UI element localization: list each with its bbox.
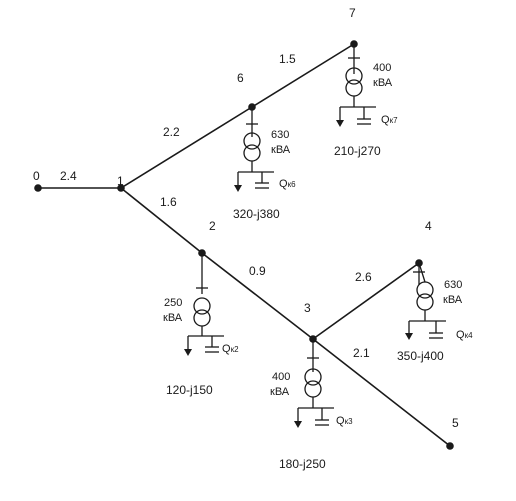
line-2-3 xyxy=(201,252,314,340)
segment-length-3-4: 2.6 xyxy=(355,270,372,284)
load-arrow-icon xyxy=(234,185,242,192)
load-value-7: 210-j270 xyxy=(334,144,381,158)
node-dot-1 xyxy=(117,184,125,192)
compensation-label-6: Qк6 xyxy=(279,178,296,190)
compensation-label-3: Qк3 xyxy=(336,415,353,427)
transformer-node-3: 400 кВА Qк3 180-j250 xyxy=(270,339,353,471)
compensation-label-4: Qк4 xyxy=(456,329,473,341)
line-3-4 xyxy=(312,262,420,340)
node-labels: 0 1 2 3 4 5 6 7 xyxy=(33,6,459,430)
node-label-5: 5 xyxy=(452,416,459,430)
segment-length-labels: 2.4 2.2 1.5 1.6 0.9 2.6 2.1 xyxy=(60,52,372,360)
transformer-node-2: 250 кВА Qк2 120-j150 xyxy=(163,253,239,397)
segment-length-1-2: 1.6 xyxy=(160,195,177,209)
transformer-power-3: 400 xyxy=(272,371,290,383)
node-dot-5 xyxy=(446,442,454,450)
transformer-node-7: 400 кВА Qк7 210-j270 xyxy=(334,44,398,158)
node-label-1: 1 xyxy=(117,174,124,188)
line-6-7 xyxy=(251,43,355,108)
transformer-node-6: 630 кВА Qк6 320-j380 xyxy=(233,107,296,221)
transformer-power-4: 630 xyxy=(444,279,462,291)
segment-length-6-7: 1.5 xyxy=(279,52,296,66)
node-label-0: 0 xyxy=(33,169,40,183)
segment-length-2-3: 0.9 xyxy=(249,264,266,278)
node-label-2: 2 xyxy=(209,219,216,233)
transformer-unit-6: кВА xyxy=(271,144,291,156)
transformer-unit-3: кВА xyxy=(270,386,290,398)
node-label-6: 6 xyxy=(237,71,244,85)
transformer-power-2: 250 xyxy=(164,297,182,309)
load-arrow-icon xyxy=(294,421,302,428)
transformer-power-6: 630 xyxy=(271,129,289,141)
node-label-7: 7 xyxy=(349,6,356,20)
segment-length-3-5: 2.1 xyxy=(353,346,370,360)
load-arrow-icon xyxy=(184,349,192,356)
load-value-6: 320-j380 xyxy=(233,207,280,221)
line-1-6 xyxy=(120,106,253,189)
node-label-3: 3 xyxy=(304,301,311,315)
load-value-2: 120-j150 xyxy=(166,383,213,397)
transformer-unit-2: кВА xyxy=(163,312,183,324)
load-value-4: 350-j400 xyxy=(397,349,444,363)
segment-length-0-1: 2.4 xyxy=(60,169,77,183)
compensation-label-7: Qк7 xyxy=(381,114,398,126)
segment-length-1-6: 2.2 xyxy=(163,125,180,139)
node-label-4: 4 xyxy=(425,219,432,233)
transformer-power-7: 400 xyxy=(373,62,391,74)
load-arrow-icon xyxy=(405,333,413,340)
line-segments xyxy=(38,43,451,447)
load-arrow-icon xyxy=(336,120,344,127)
transformer-unit-4: кВА xyxy=(443,294,463,306)
load-value-3: 180-j250 xyxy=(279,457,326,471)
transformer-node-4: 630 кВА Qк4 350-j400 xyxy=(397,262,473,363)
compensation-label-2: Qк2 xyxy=(222,343,239,355)
line-1-2 xyxy=(120,187,203,254)
line-3-5 xyxy=(312,338,451,447)
transformer-unit-7: кВА xyxy=(373,77,393,89)
node-dots xyxy=(34,40,454,450)
node-dot-0 xyxy=(34,184,42,192)
